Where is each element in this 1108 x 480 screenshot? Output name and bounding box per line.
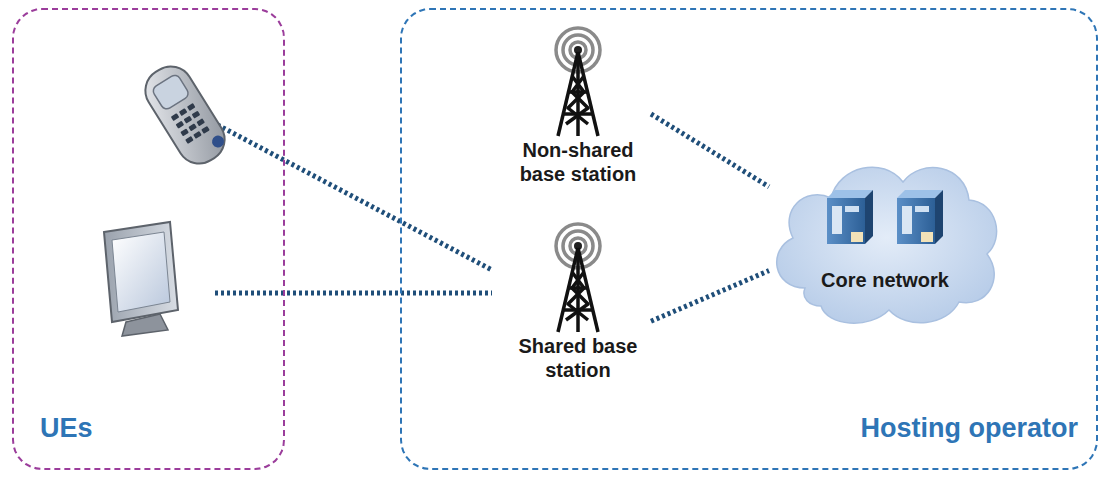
backhaul-link: [651, 271, 769, 322]
cloud-shape: [765, 138, 1005, 333]
core-network-cloud: Core network: [765, 138, 1005, 333]
tower-icon: [538, 26, 618, 138]
ue-link: [215, 291, 492, 296]
backhaul-link: [651, 114, 769, 187]
phone-icon: [137, 58, 233, 172]
ue-region: UEs: [12, 8, 285, 470]
tower-icon: [538, 222, 618, 334]
base-station: Shared base station: [505, 222, 651, 382]
ue-link: [212, 122, 492, 270]
station-label: Shared base station: [505, 334, 651, 382]
base-station: Non-shared base station: [505, 26, 651, 186]
station-label: Non-shared base station: [505, 138, 651, 186]
cloud-label: Core network: [765, 268, 1005, 292]
region-label: Hosting operator: [860, 413, 1078, 444]
region-label: UEs: [40, 413, 93, 444]
monitor-icon: [104, 222, 178, 336]
operator-region: Hosting operator Non-shared base stationS…: [400, 8, 1098, 470]
